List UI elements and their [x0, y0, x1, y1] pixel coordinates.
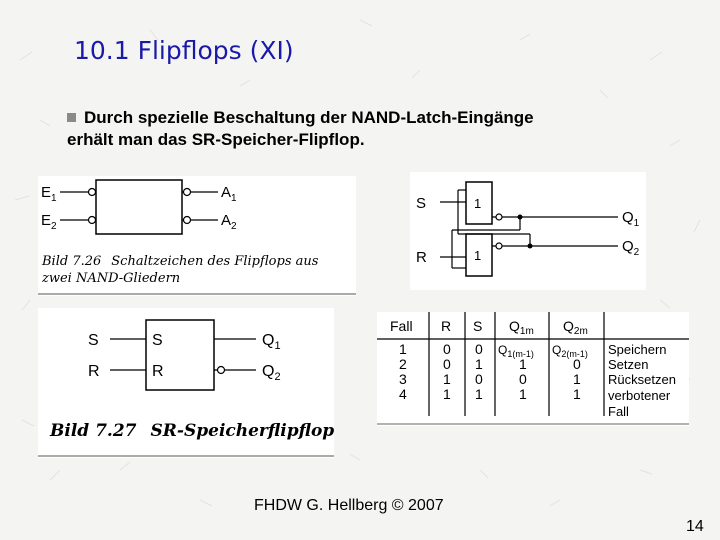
cell-description-3: Rücksetzen [608, 372, 676, 387]
cell-case-4: 4 [399, 386, 407, 402]
cell-case-2: 2 [399, 356, 407, 372]
cell-r-1: 0 [443, 341, 451, 357]
header-q1m: Q1m [509, 318, 534, 337]
cell-q1-4: 1 [519, 386, 527, 402]
cell-q2-1: Q2(m-1) [552, 343, 588, 359]
srff-q1-label: Q1 [262, 332, 281, 352]
output-a2-label: A2 [221, 212, 237, 232]
srff-s-inner-label: S [152, 332, 163, 349]
cell-r-2: 0 [443, 356, 451, 372]
cell-q2-4: 1 [573, 386, 581, 402]
cell-s-1: 0 [475, 341, 483, 357]
input-e2-label: E2 [41, 212, 57, 232]
cell-s-3: 0 [475, 371, 483, 387]
latch-q1-label: Q1 [622, 209, 640, 229]
cell-q1-2: 1 [519, 356, 527, 372]
input-e1-label: E1 [41, 184, 57, 204]
bullet-line-2: erhält man das SR-Speicher-Flipflop. [67, 130, 365, 149]
header-q2m: Q2m [563, 318, 588, 337]
header-r: R [441, 318, 451, 334]
srff-s-outer-label: S [88, 332, 99, 349]
cell-q2-2: 0 [573, 356, 581, 372]
latch-s-label: S [416, 195, 426, 212]
srff-r-inner-label: R [152, 363, 164, 380]
latch-gate-2-label: 1 [474, 248, 481, 263]
bullet-marker [67, 113, 76, 122]
output-a1-label: A1 [221, 184, 237, 204]
figure-7-26-caption-line-2: zwei NAND-Gliedern [41, 271, 180, 286]
cell-description-1: Speichern [608, 342, 667, 357]
latch-q2-label: Q2 [622, 238, 640, 258]
cell-q1-1: Q1(m-1) [498, 343, 534, 359]
cell-case-1: 1 [399, 341, 407, 357]
bullet-text: Durch spezielle Beschaltung der NAND-Lat… [67, 107, 534, 151]
cell-s-4: 1 [475, 386, 483, 402]
nand-latch-diagram: S R 1 1 Q1 Q2 [416, 181, 640, 277]
cell-q2-3: 1 [573, 371, 581, 387]
header-s: S [473, 318, 482, 334]
footer-credit: FHDW G. Hellberg © 2007 [254, 497, 444, 514]
cell-s-2: 1 [475, 356, 483, 372]
bullet-line-1: Durch spezielle Beschaltung der NAND-Lat… [84, 108, 534, 127]
cell-r-4: 1 [443, 386, 451, 402]
cell-q1-3: 0 [519, 371, 527, 387]
srff-r-outer-label: R [88, 363, 100, 380]
nand-latch-circuit: S R 1 1 Q1 Q2 [410, 172, 646, 290]
cell-case-3: 3 [399, 371, 407, 387]
cell-description-5: Fall [608, 404, 629, 419]
latch-r-label: R [416, 249, 427, 266]
header-fall: Fall [390, 318, 413, 334]
cell-r-3: 1 [443, 371, 451, 387]
latch-gate-1-label: 1 [474, 196, 481, 211]
srff-q2-label: Q2 [262, 363, 281, 383]
page-number: 14 [686, 518, 704, 535]
cell-description-4: verbotener [608, 388, 671, 403]
slide-title: 10.1 Flipflops (XI) [74, 36, 294, 65]
cell-description-2: Setzen [608, 357, 648, 372]
